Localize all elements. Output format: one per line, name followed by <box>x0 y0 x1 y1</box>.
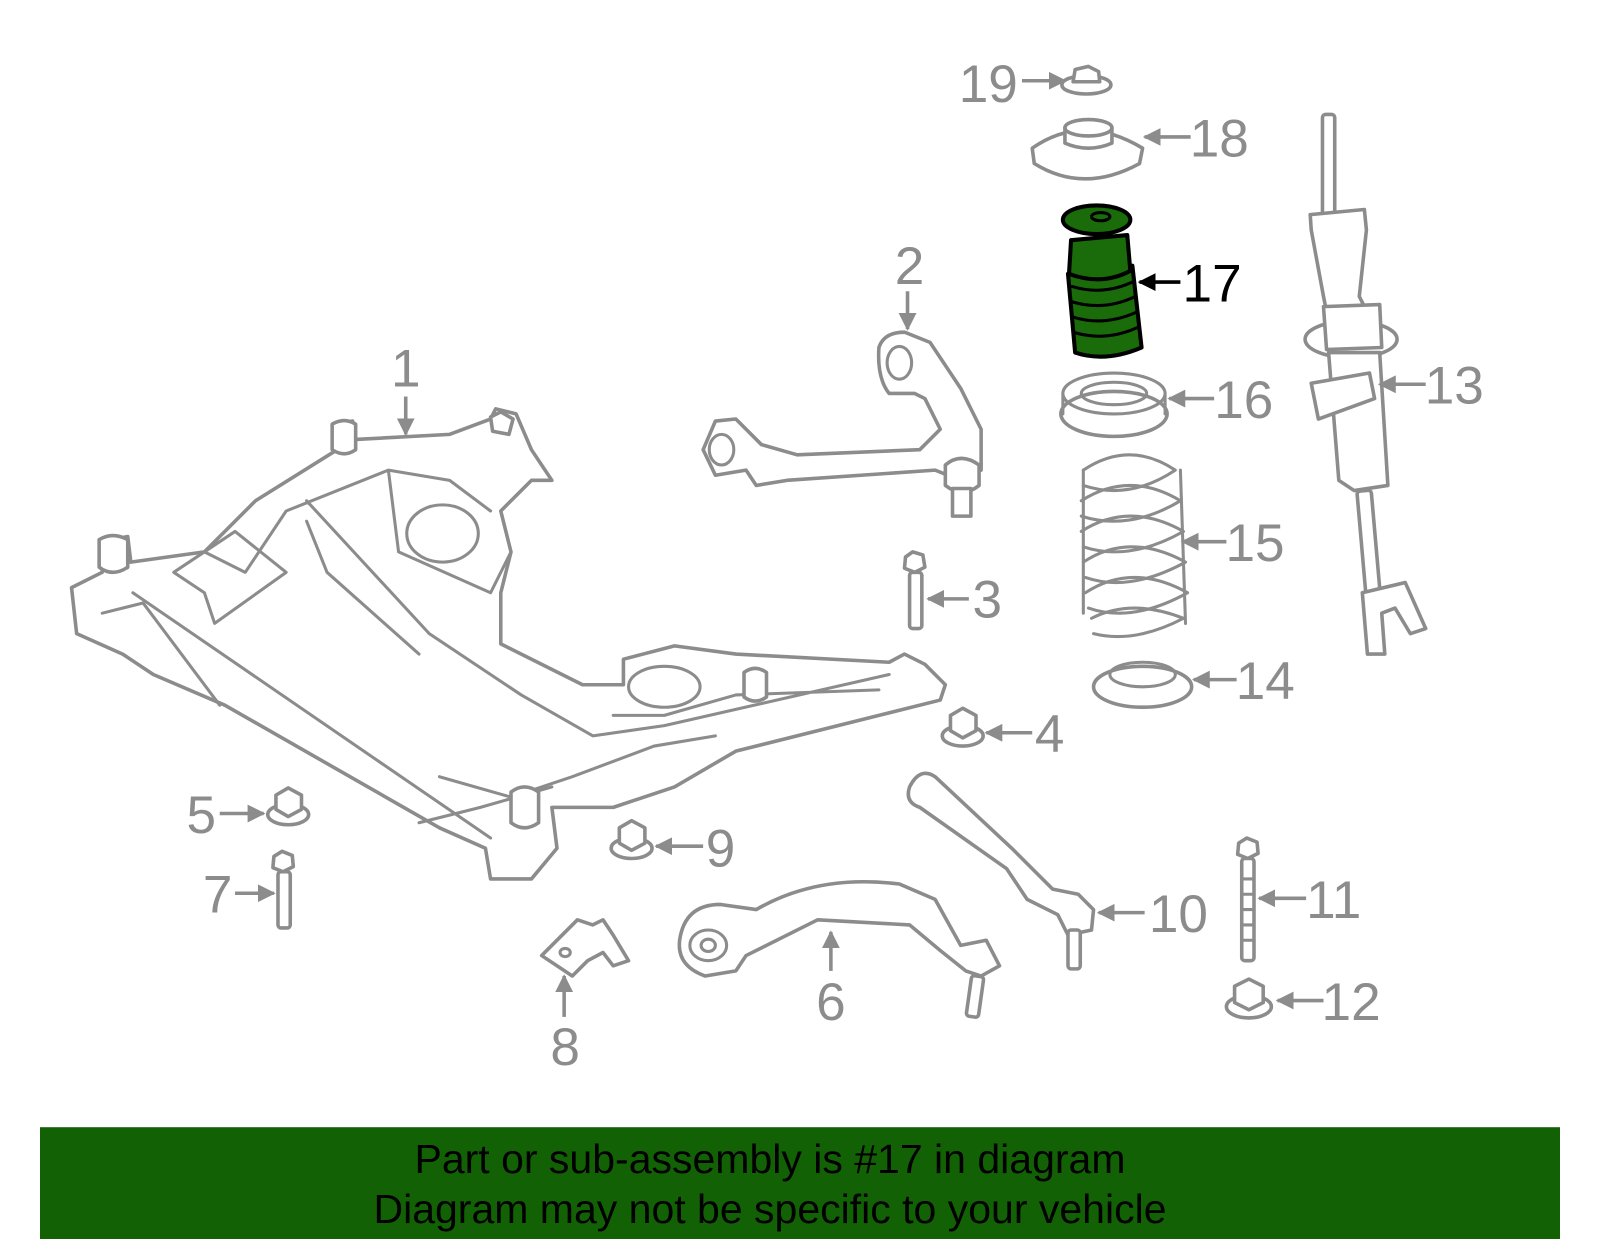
callout-16[interactable]: 16 <box>1214 371 1273 430</box>
part-info-banner: Part or sub-assembly is #17 in diagram D… <box>40 1127 1560 1239</box>
callout-3[interactable]: 3 <box>972 570 1002 629</box>
part-1-subframe[interactable] <box>69 407 948 881</box>
part-19-nut[interactable] <box>1060 64 1113 96</box>
callout-18[interactable]: 18 <box>1190 109 1249 168</box>
callout-4[interactable]: 4 <box>1035 705 1065 764</box>
callout-15[interactable]: 15 <box>1225 514 1284 573</box>
part-5-nut[interactable] <box>265 786 311 827</box>
callout-2[interactable]: 2 <box>895 237 925 296</box>
callout-5[interactable]: 5 <box>187 786 217 845</box>
part-10-control-arm[interactable] <box>906 771 1096 971</box>
part-16-spring-isolator[interactable] <box>1059 371 1169 439</box>
part-2-upper-control-arm[interactable] <box>701 330 983 518</box>
callout-8[interactable]: 8 <box>550 1018 580 1077</box>
callout-14[interactable]: 14 <box>1236 652 1295 711</box>
callout-9[interactable]: 9 <box>706 820 736 879</box>
part-3-bolt[interactable] <box>902 550 927 631</box>
part-12-nut[interactable] <box>1224 977 1274 1020</box>
banner-line-1: Part or sub-assembly is #17 in diagram <box>414 1135 1126 1182</box>
callout-10[interactable]: 10 <box>1149 885 1208 944</box>
part-18-strut-mount[interactable] <box>1030 117 1145 181</box>
banner-line-2: Diagram may not be specific to your vehi… <box>373 1185 1167 1232</box>
part-4-nut[interactable] <box>940 706 985 748</box>
callout-11[interactable]: 11 <box>1306 871 1361 930</box>
callout-arrows <box>219 71 1426 1017</box>
callout-13[interactable]: 13 <box>1425 357 1484 416</box>
part-14-spring-seat[interactable] <box>1091 660 1194 710</box>
part-8-bracket[interactable] <box>539 918 631 978</box>
part-9-nut[interactable] <box>609 818 654 861</box>
part-6-lower-control-arm[interactable] <box>677 879 1002 1019</box>
callout-19[interactable]: 19 <box>959 55 1018 114</box>
part-11-bolt[interactable] <box>1235 836 1260 963</box>
part-17-bump-stop-highlighted[interactable] <box>1060 203 1144 359</box>
callout-6[interactable]: 6 <box>816 973 846 1032</box>
part-13-strut[interactable] <box>1303 112 1428 656</box>
callout-17-highlighted[interactable]: 17 <box>1183 254 1242 313</box>
callout-1[interactable]: 1 <box>391 339 421 398</box>
part-15-coil-spring[interactable] <box>1079 453 1190 639</box>
callout-12[interactable]: 12 <box>1322 973 1381 1032</box>
part-7-bolt[interactable] <box>271 849 296 930</box>
callout-7[interactable]: 7 <box>203 866 233 925</box>
